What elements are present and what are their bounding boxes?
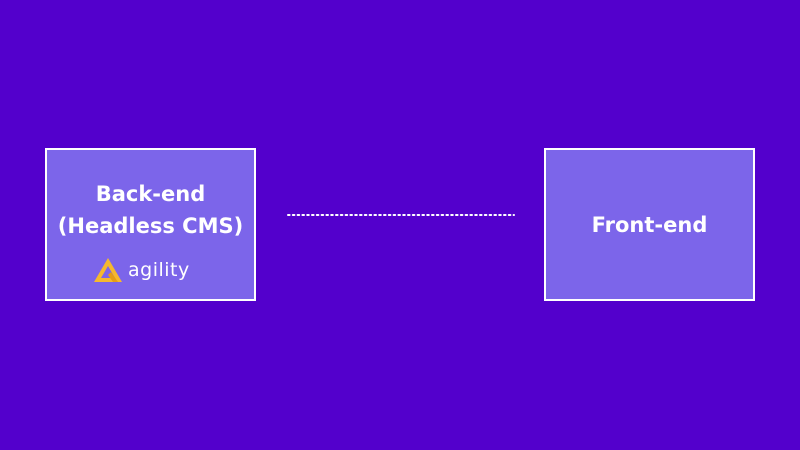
agility-logo-triangle-icon (94, 258, 122, 282)
backend-title: Back-end (Headless CMS) (47, 178, 254, 242)
agility-logo-text: agility (128, 259, 190, 281)
frontend-title: Front-end (591, 212, 708, 237)
backend-box: Back-end (Headless CMS) agility (45, 148, 256, 301)
backend-title-line-2: (Headless CMS) (57, 214, 244, 238)
dotted-connector (287, 214, 515, 216)
agility-logo: agility (93, 255, 190, 285)
backend-title-line-1: Back-end (95, 182, 206, 206)
frontend-box: Front-end (544, 148, 755, 301)
